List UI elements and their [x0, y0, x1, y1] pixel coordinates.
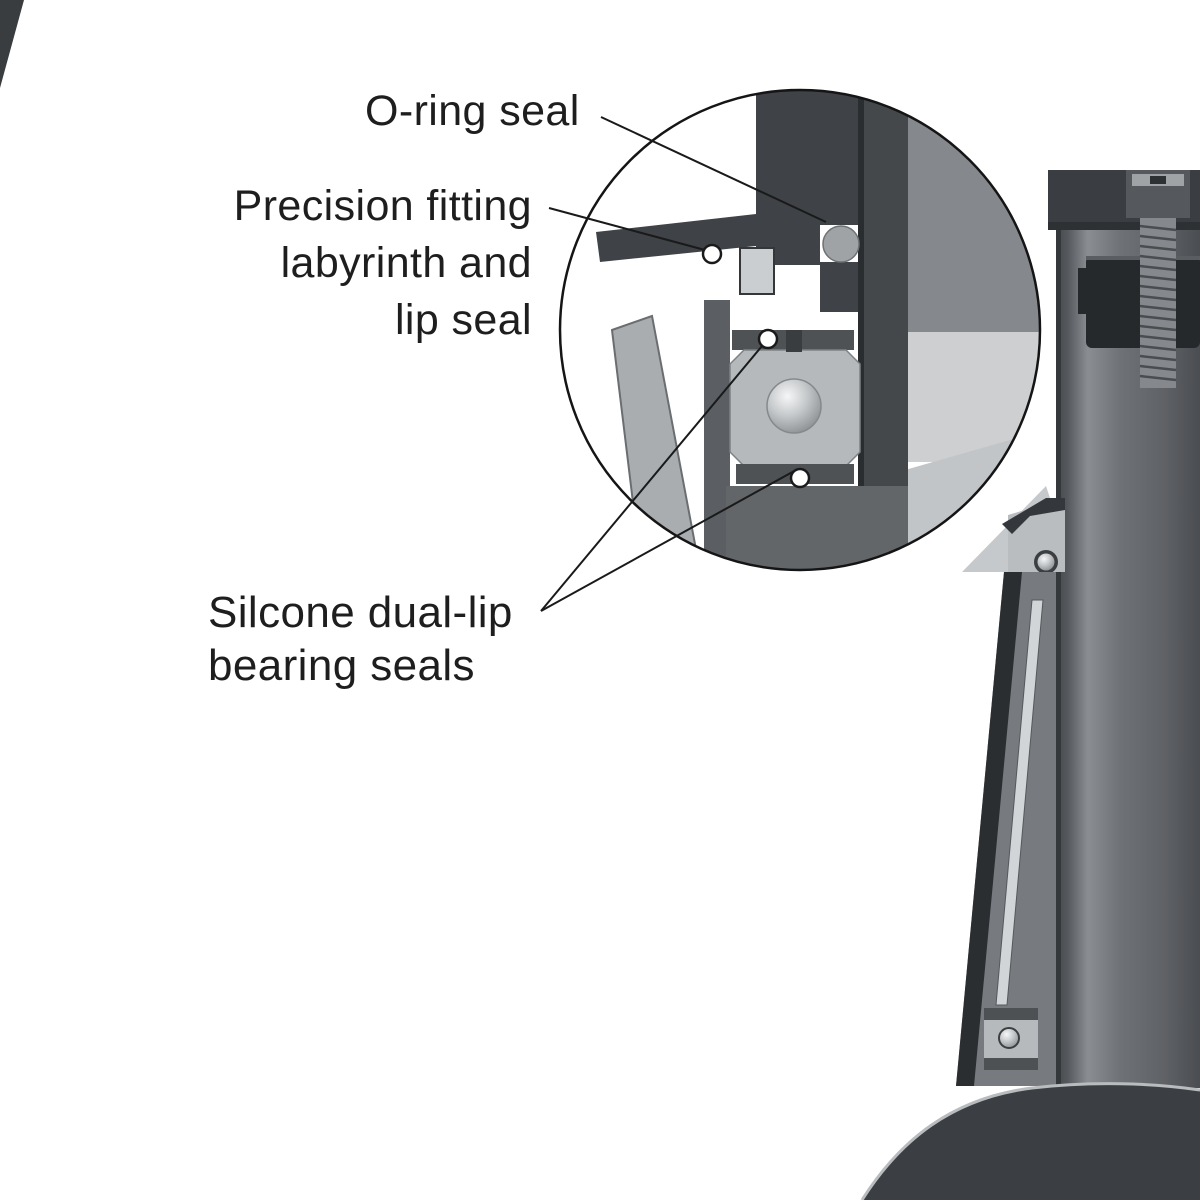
clamp-block	[1078, 256, 1200, 348]
leader-lines	[540, 116, 827, 612]
base-dome	[862, 1083, 1200, 1200]
bearing-block	[729, 330, 861, 484]
marker-silicone-bottom	[789, 467, 811, 489]
marker-silicone-top	[757, 328, 779, 350]
lens-tube-outer	[908, 90, 1040, 332]
leader-line-silicone-top	[540, 345, 763, 612]
lower-bearing-ball	[998, 1027, 1020, 1049]
cone-section	[956, 572, 1056, 1086]
label-silicone-line2: bearing seals	[208, 641, 475, 690]
main-assembly	[860, 170, 1200, 1200]
lower-hub-mass	[726, 486, 908, 570]
upper-seal-cap	[1002, 498, 1065, 574]
lip-seal-tab	[739, 247, 775, 295]
bolt-shaft	[1140, 218, 1176, 388]
top-cap-lip	[1048, 222, 1200, 230]
base-dome-highlight	[860, 1082, 1200, 1200]
corner-sliver	[0, 0, 24, 88]
leader-markers	[701, 243, 811, 489]
leader-line-precision	[548, 207, 706, 251]
mast-tube-edge	[1056, 226, 1061, 1088]
label-precision-line1: Precision fitting	[233, 182, 532, 230]
bearing-pin	[786, 330, 802, 352]
leader-line-oring	[600, 116, 827, 223]
label-silicone-line1: Silcone dual-lip	[208, 588, 513, 637]
label-precision-fitting: Precision fitting labyrinth and lip seal	[150, 178, 532, 349]
lens-ring	[558, 88, 1042, 572]
o-ring-cross-section	[822, 225, 860, 263]
drive-belt	[995, 599, 1044, 1006]
lens-tube-lower	[908, 332, 1040, 462]
label-silicone-seals: Silcone dual-lip bearing seals	[208, 586, 568, 692]
mast-tube	[1056, 226, 1200, 1088]
leader-line-silicone-bottom	[540, 469, 797, 612]
bearing-ball	[766, 378, 822, 434]
label-oring-seal: O-ring seal	[365, 86, 580, 136]
lower-bearing	[984, 1008, 1038, 1070]
bolt-head-socket	[1150, 176, 1166, 184]
upper-housing	[756, 90, 858, 312]
upper-bearing-ball	[1037, 553, 1055, 571]
label-precision-line3: lip seal	[394, 296, 532, 344]
label-precision-line2: labyrinth and	[280, 239, 532, 287]
shaft-wall-edge	[858, 90, 864, 570]
cone-edge	[956, 572, 1022, 1086]
magnifier-lens	[558, 88, 1042, 572]
marker-precision	[701, 243, 723, 265]
bolt-threads	[1139, 224, 1177, 382]
label-oring-text: O-ring seal	[365, 87, 580, 135]
clamp-bolt	[1126, 170, 1190, 388]
